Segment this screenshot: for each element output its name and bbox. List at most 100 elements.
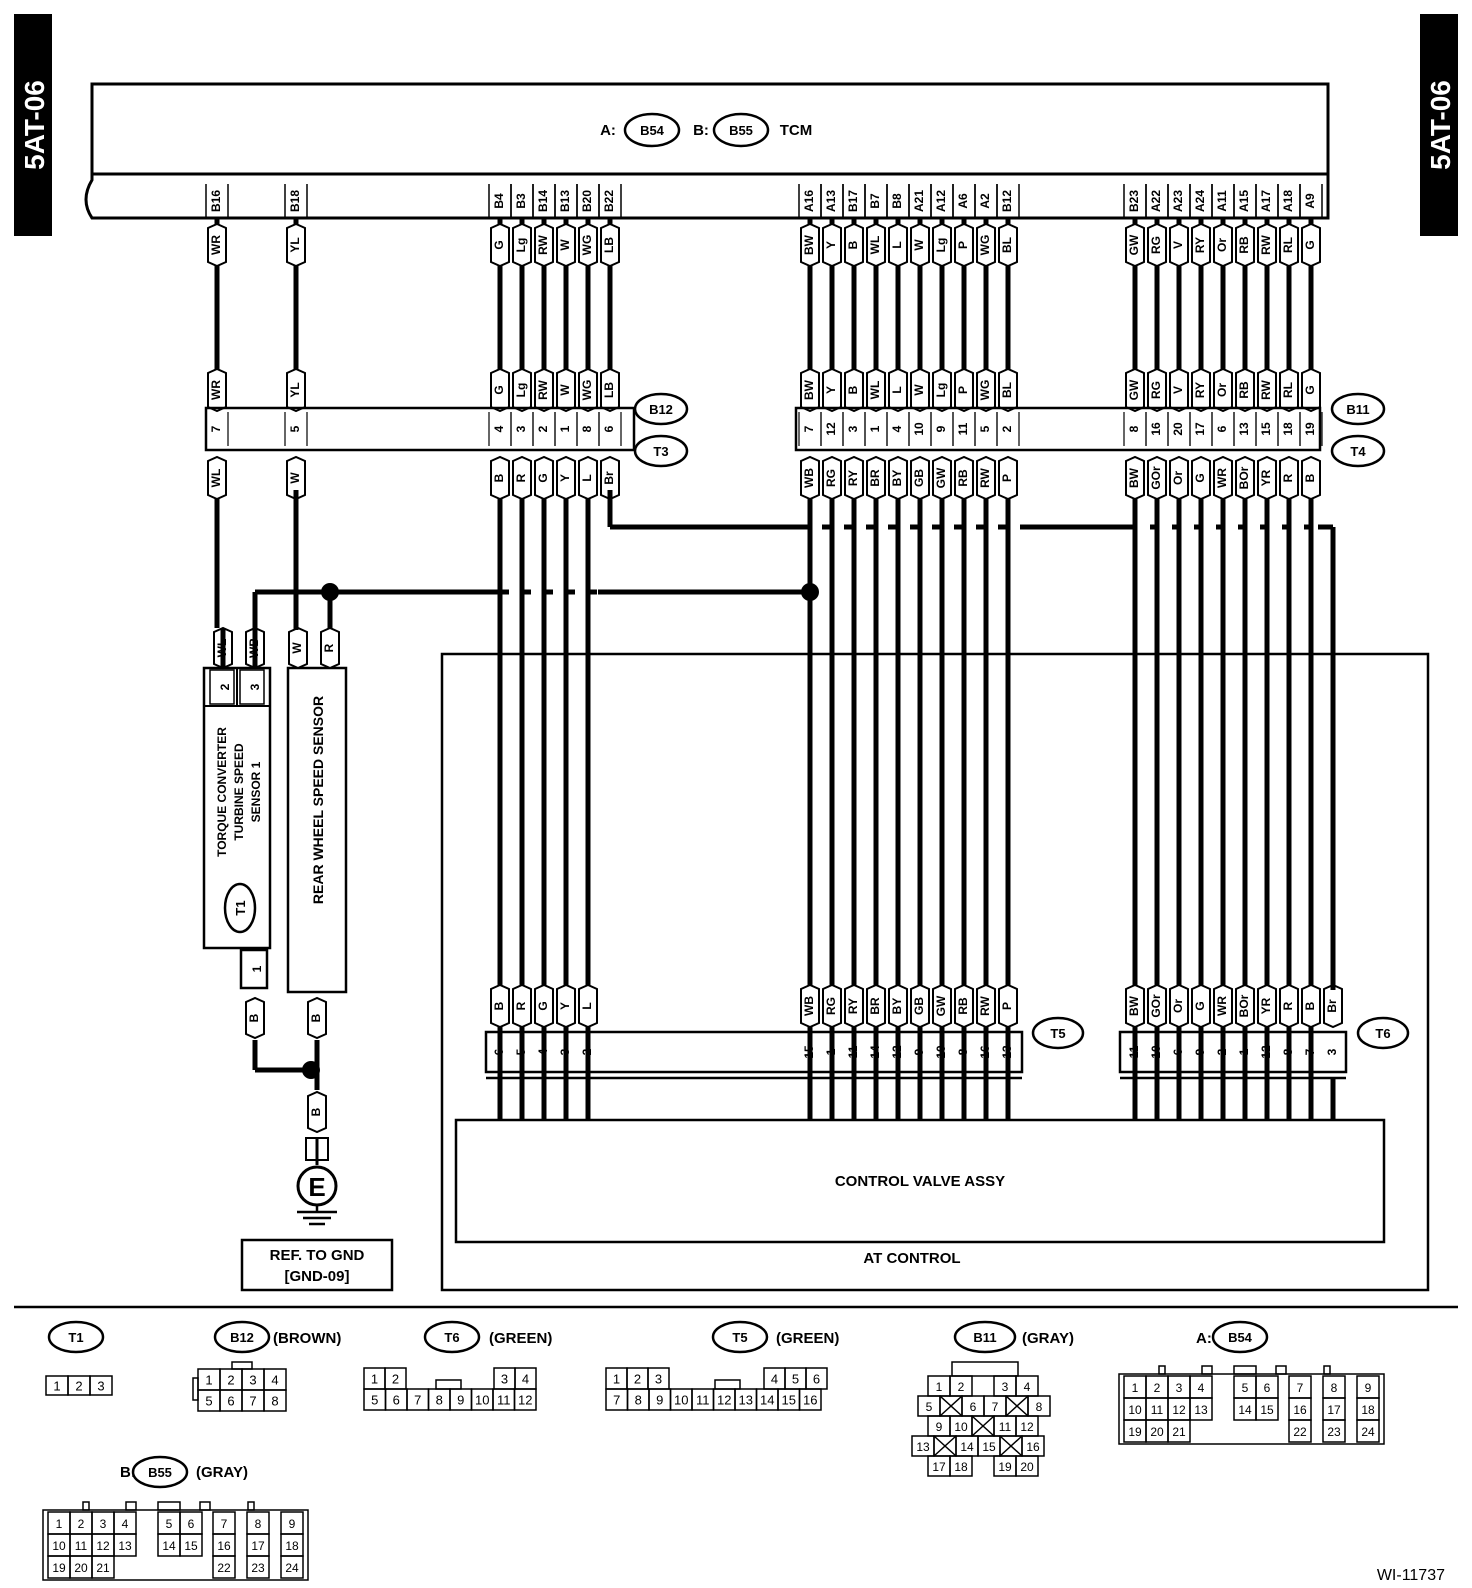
connector-pin-9: 9 — [934, 425, 948, 432]
wire-color-top-A6: P — [956, 241, 970, 249]
legend-b11-cell-20: 20 — [1020, 1460, 1034, 1474]
t6-pin-1: 1 — [1237, 1048, 1251, 1055]
t1-label-line3: SENSOR 1 — [249, 761, 263, 822]
wire-color-mid-A6: P — [956, 386, 970, 394]
legend-b54-cell-9: 9 — [1365, 1381, 1372, 1395]
wire-color-mid-B22: LB — [602, 382, 616, 398]
wire-color-mid-B18: YL — [288, 382, 302, 397]
rear-gnd-wire: B — [309, 1013, 323, 1022]
page-tab-left-label: 5AT-06 — [19, 80, 50, 170]
tcm-a-connector-label: B54 — [640, 123, 665, 138]
tcm-name: TCM — [780, 122, 813, 139]
connector-pin-4: 4 — [492, 425, 506, 432]
legend-b55-cell-15: 15 — [184, 1539, 198, 1553]
t5-pin-5: 5 — [514, 1048, 528, 1055]
t6-tag — [1356, 1016, 1410, 1050]
t5-pin-1: 1 — [824, 1048, 838, 1055]
legend-b54-cell-24: 24 — [1361, 1425, 1375, 1439]
wire-color-top-B23: GW — [1127, 234, 1141, 255]
tcm-pin-A17: A17 — [1259, 190, 1273, 212]
wire-color-top-A18: RL — [1281, 237, 1295, 253]
connector-t6 — [1118, 1030, 1348, 1074]
wire-color-top-B13: W — [558, 239, 572, 251]
legend-b55-cell-6: 6 — [188, 1517, 195, 1531]
wire-color-top-A13: Y — [824, 241, 838, 249]
t5-tag-label: T5 — [1050, 1026, 1065, 1041]
b12-tag — [633, 392, 689, 426]
wire-color-bot-2: P — [1000, 474, 1014, 482]
wire-color-mid-A24: RY — [1193, 382, 1207, 398]
wire-color-mid-A21: W — [912, 384, 926, 396]
wire-color-mid-A15: RB — [1237, 381, 1251, 399]
t1-tag — [223, 882, 257, 934]
legend-b55-cell-11: 11 — [75, 1539, 88, 1553]
at-control-box — [440, 652, 1430, 1292]
rear-wire-w: W — [290, 642, 304, 654]
wire-color-top-A15: RB — [1237, 236, 1251, 254]
t5-color-12: BY — [890, 998, 904, 1015]
t5-color-3: Y — [558, 1002, 572, 1010]
legend-b55-cell-10: 10 — [52, 1539, 66, 1553]
connector-pin-7: 7 — [209, 425, 223, 432]
legend-t5-r2-cell-12: 12 — [717, 1393, 731, 1408]
connector-pin-12: 12 — [824, 422, 838, 436]
legend-t5-r1a-cell-1: 1 — [613, 1372, 620, 1387]
t5-pin-8: 8 — [956, 1048, 970, 1055]
legend-b11-cell-9: 9 — [936, 1420, 943, 1434]
legend-t6-r2-cell-9: 9 — [457, 1393, 464, 1408]
legend-t5-r2-cell-13: 13 — [739, 1393, 753, 1408]
legend-t5-r2-cell-15: 15 — [782, 1393, 796, 1408]
legend-b11-cell-16: 16 — [1026, 1440, 1040, 1454]
legend-b12-r2-cell-7: 7 — [249, 1394, 256, 1409]
wire-color-bot-2: G — [536, 473, 550, 482]
legend-b54-cell-18: 18 — [1361, 1403, 1375, 1417]
tcm-pin-B16: B16 — [209, 190, 223, 212]
wire-color-bot-4: B — [492, 473, 506, 482]
wire-color-top-A22: RG — [1149, 236, 1163, 254]
wire-color-mid-A2: WG — [978, 380, 992, 401]
tcm-pin-B22: B22 — [602, 190, 616, 212]
t4-tag — [1330, 434, 1386, 468]
legend-t1-label: T1 — [68, 1330, 83, 1345]
wire-color-mid-B3: Lg — [514, 383, 528, 398]
wire-color-mid-A16: BW — [802, 379, 816, 400]
t5-pin-16: 16 — [978, 1045, 992, 1059]
legend-b11-cell-14: 14 — [960, 1440, 974, 1454]
legend-b54-cell-13: 13 — [1194, 1403, 1208, 1417]
legend-t5-r2-cell-8: 8 — [635, 1393, 642, 1408]
legend-b54-cell-17: 17 — [1327, 1403, 1341, 1417]
tcm-pin-A11: A11 — [1215, 190, 1229, 212]
wire-color-bot-8: L — [580, 474, 594, 481]
legend-b11-cell-8: 8 — [1036, 1400, 1043, 1414]
t6-color-7: B — [1303, 1001, 1317, 1010]
legend-t5 — [711, 1320, 769, 1354]
legend-b12-r1-cell-1: 1 — [205, 1373, 212, 1388]
t5-color-8: RB — [956, 997, 970, 1015]
legend-t5-r2-cell-9: 9 — [656, 1393, 663, 1408]
tcm-pin-B12: B12 — [1000, 190, 1014, 212]
t6-pin-11: 11 — [1127, 1045, 1141, 1058]
wire-color-bot-6: WR — [1215, 468, 1229, 488]
legend-t1 — [47, 1320, 105, 1354]
legend-b12 — [213, 1320, 271, 1354]
connector-pin-8: 8 — [580, 425, 594, 432]
t1-pin-2: 2 — [218, 683, 232, 690]
legend-b55-cell-19: 19 — [52, 1561, 66, 1575]
wire-color-mid-B23: GW — [1127, 379, 1141, 400]
t5-pin-3: 3 — [558, 1048, 572, 1055]
t6-color-6: Or — [1171, 999, 1185, 1013]
wire-color-top-B17: B — [846, 240, 860, 249]
wire-color-mid-B7: WL — [868, 381, 882, 400]
connector-pin-4: 4 — [890, 425, 904, 432]
t6-pin-7: 7 — [1303, 1048, 1317, 1055]
tcm-pin-B4: B4 — [492, 193, 506, 209]
legend-b55-cell-13: 13 — [118, 1539, 132, 1553]
legend-b54-cell-19: 19 — [1128, 1425, 1142, 1439]
legend-t5-r2-cell-7: 7 — [613, 1393, 620, 1408]
t6-color-3: Br — [1325, 999, 1339, 1013]
legend-t6-r2-cell-6: 6 — [393, 1393, 400, 1408]
t5-color-11: RY — [846, 998, 860, 1014]
tcm-box — [84, 82, 1330, 220]
connector-pin-16: 16 — [1149, 422, 1163, 436]
tcm-b-label: B: — [693, 122, 709, 139]
